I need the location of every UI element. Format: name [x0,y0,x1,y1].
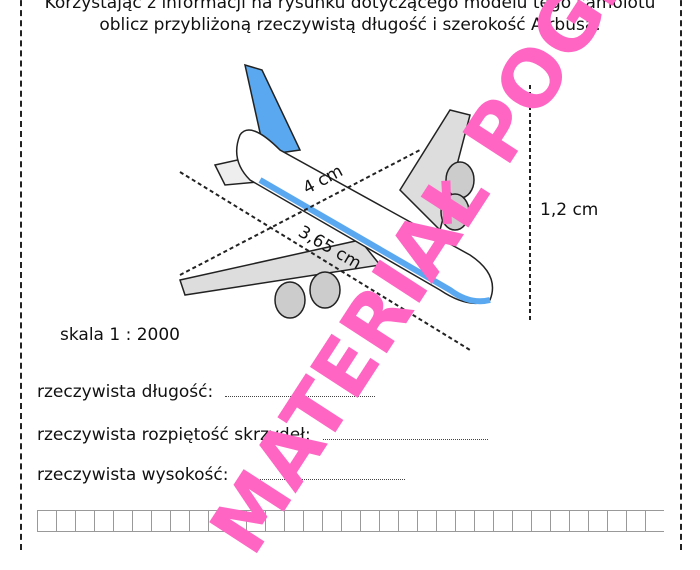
grid-cell [493,510,512,532]
grid-cell [341,510,360,532]
scale-label: skala 1 : 2000 [60,325,180,345]
height-label: 1,2 cm [540,200,599,220]
grid-cell [512,510,531,532]
grid-cell [379,510,398,532]
grid-cell [37,510,56,532]
grid-cell [569,510,588,532]
grid-cell [474,510,493,532]
grid-cell [531,510,550,532]
task-instruction: Korzystając z informacji na rysunku doty… [44,0,656,35]
left-wing [179,239,382,296]
answer-height: rzeczywista wysokość: [37,465,406,485]
grid-cell [75,510,94,532]
engine [309,271,341,309]
answer-length: rzeczywista długość: [37,382,376,402]
grid-cell [436,510,455,532]
grid-cell [626,510,645,532]
grid-cell [417,510,436,532]
grid-cell [398,510,417,532]
grid-cell [360,510,379,532]
calculation-grid [37,510,664,532]
dashed-border [20,0,682,550]
answer-field-height[interactable] [240,479,406,480]
grid-cell [151,510,170,532]
engine [274,281,306,319]
grid-cell [455,510,474,532]
grid-cell [170,510,189,532]
right-wing [399,109,471,232]
grid-cell [303,510,322,532]
answer-field-length[interactable] [225,396,376,397]
grid-cell [94,510,113,532]
length-dimension-line [179,149,421,276]
grid-cell [132,510,151,532]
wingspan-dimension-line [179,171,471,351]
grid-cell [550,510,569,532]
grid-cell [113,510,132,532]
answer-wingspan: rzeczywista rozpiętość skrzydeł: [37,425,488,445]
grid-cell [322,510,341,532]
engine [440,193,470,231]
grid-cell [56,510,75,532]
tail-fin [243,63,302,156]
grid-cell [645,510,664,532]
answer-field-wingspan[interactable] [322,439,488,440]
grid-cell [607,510,626,532]
airplane-illustration [179,63,531,351]
grid-cell [588,510,607,532]
